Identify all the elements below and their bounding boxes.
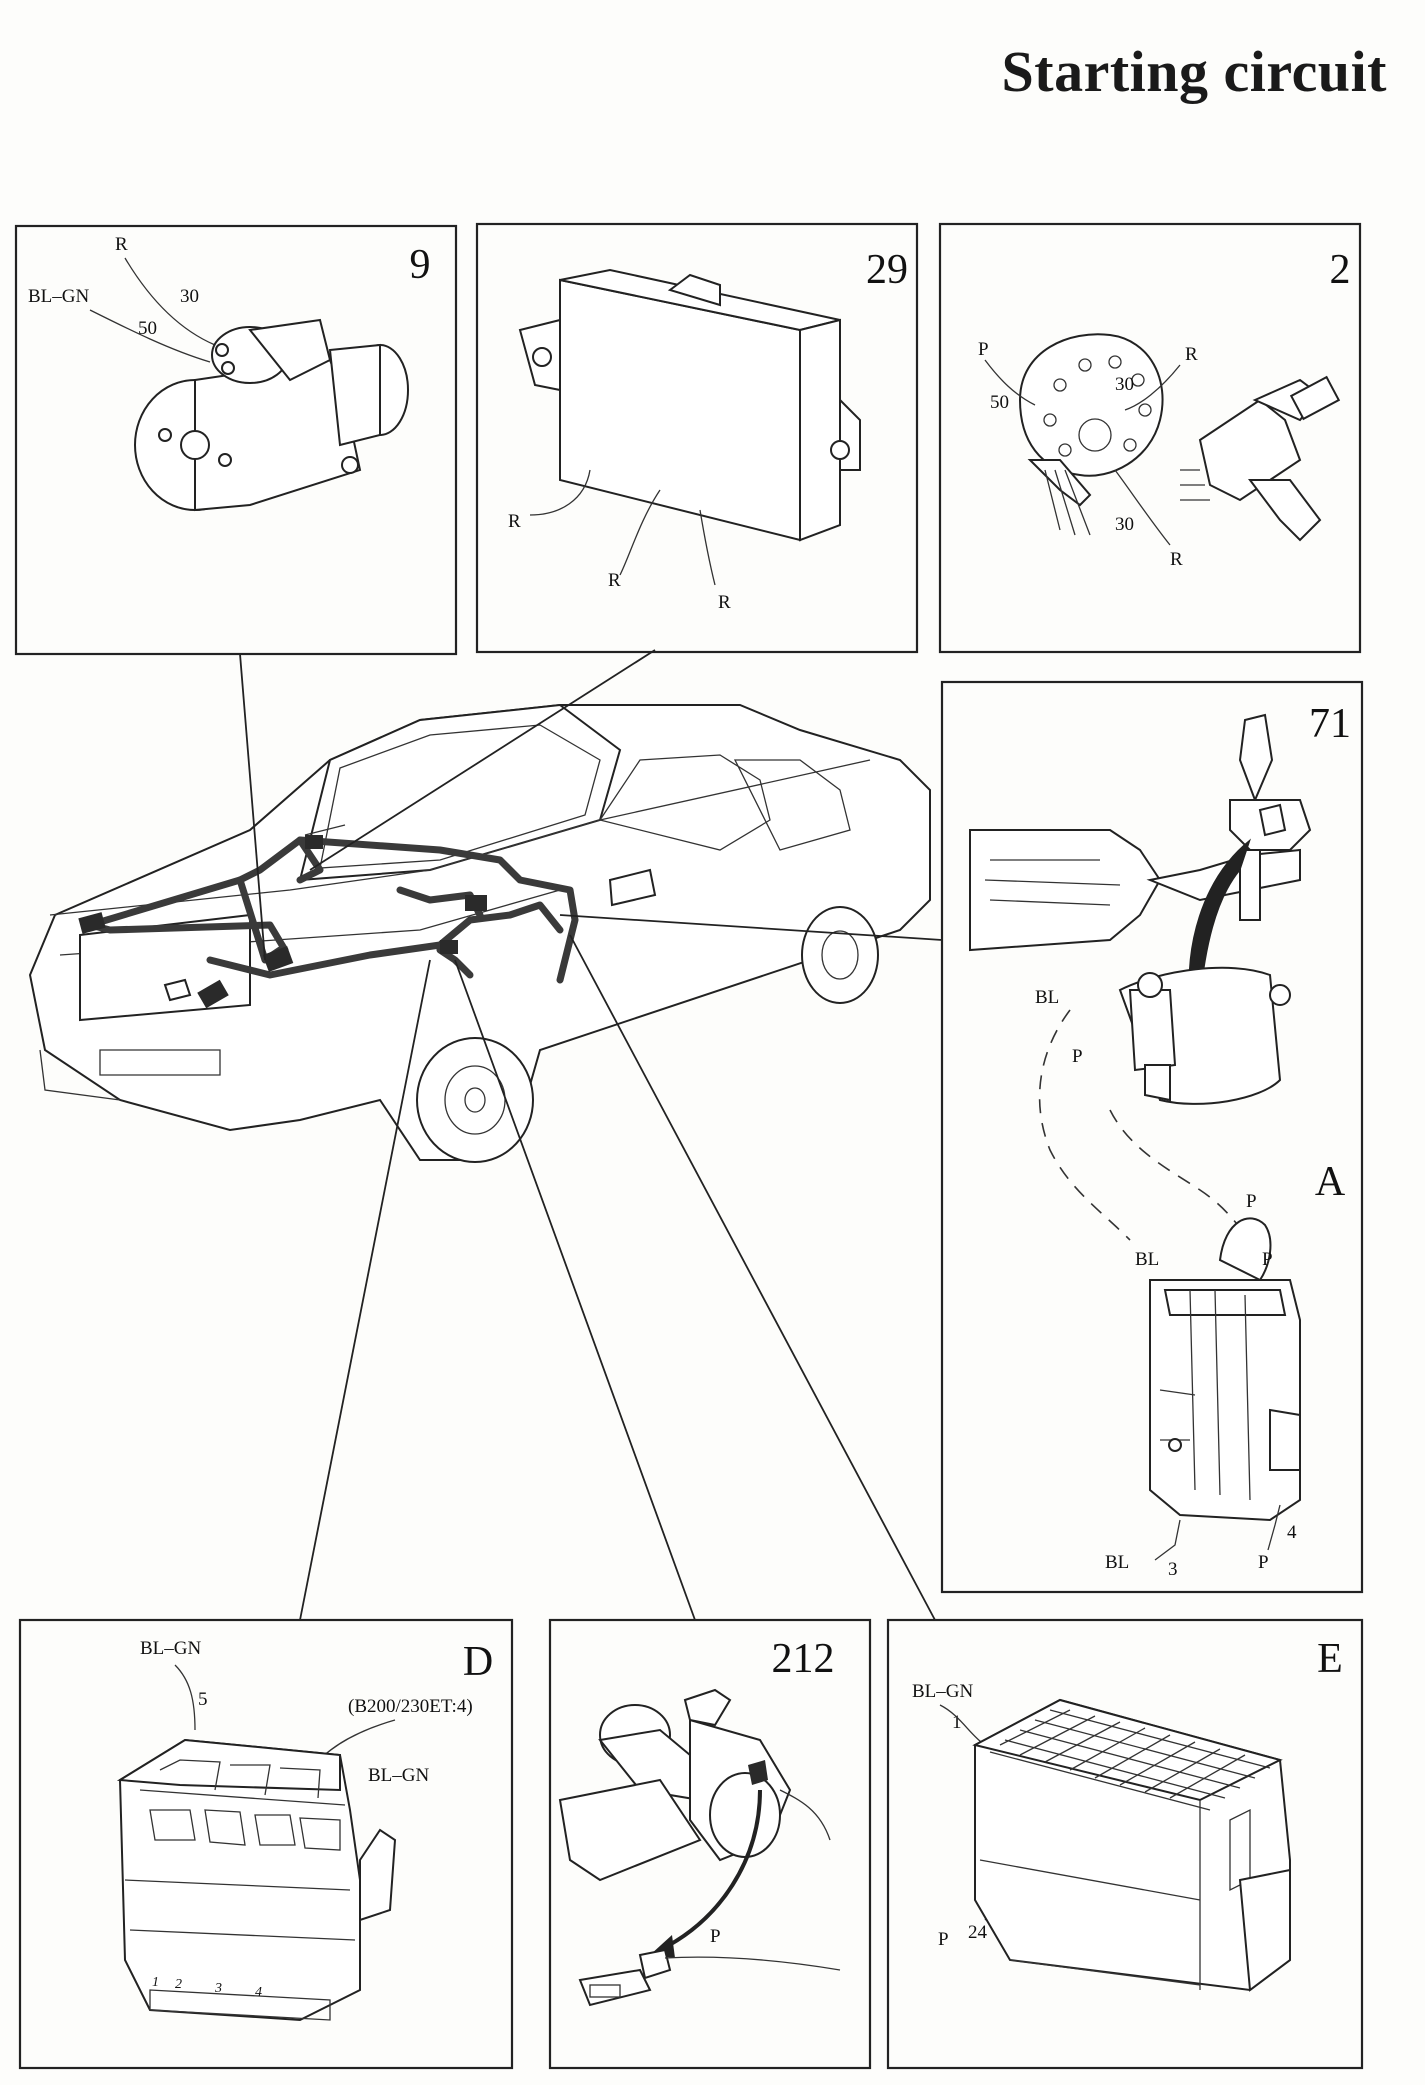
panel-e-terminal-1: 1 xyxy=(952,1712,962,1733)
car-drawing xyxy=(28,703,931,1163)
page-title: Starting circuit xyxy=(1001,39,1387,104)
panel-d: D BL–GN 5 (B200/230ET:4) BL–GN 1 2 3 4 xyxy=(18,1618,514,2070)
panel-2-terminal-30-a: 30 xyxy=(1115,374,1134,395)
panel-2: 2 P 50 30 R 30 R xyxy=(938,222,1362,654)
panel-9-number: 9 xyxy=(410,242,431,288)
panel-e-wire-p: P xyxy=(938,1929,949,1950)
panel-e-terminal-24: 24 xyxy=(968,1922,988,1943)
panel-29-frame xyxy=(475,222,919,654)
panel-e-wire-bl-gn: BL–GN xyxy=(912,1681,974,1702)
panel-9-wire-r: R xyxy=(115,234,128,255)
panel-71-frame xyxy=(940,680,1364,1594)
panel-2-number: 2 xyxy=(1330,247,1351,293)
panel-d-wire-bl-gn-1: BL–GN xyxy=(140,1638,202,1659)
panel-2-terminal-30-b: 30 xyxy=(1115,514,1134,535)
panel-d-frame xyxy=(18,1618,514,2070)
panel-71-terminal-4: 4 xyxy=(1287,1522,1297,1543)
panel-2-wire-r-1: R xyxy=(1185,344,1198,365)
panel-71-leader-bl3 xyxy=(1154,1519,1181,1561)
panel-9-frame xyxy=(14,224,458,656)
panel-71-dashed-path-1 xyxy=(1038,1009,1131,1241)
panel-2-terminal-50: 50 xyxy=(990,392,1009,413)
panel-9-wire-bl-gn: BL–GN xyxy=(28,286,90,307)
panel-71-wire-bl-1: BL xyxy=(1035,987,1059,1008)
panel-71-wire-p-4: P xyxy=(1258,1552,1269,1573)
panel-29-number: 29 xyxy=(866,247,908,293)
panel-2-wire-p: P xyxy=(978,339,989,360)
panel-29-wire-r-3: R xyxy=(718,592,731,613)
throttle-body-drawing xyxy=(558,1688,841,2007)
callout-line-9 xyxy=(239,653,266,961)
panel-29: 29 R R R xyxy=(475,222,919,654)
panel-71-leader-p4 xyxy=(1267,1504,1281,1551)
control-unit-drawing xyxy=(518,268,861,542)
panel-d-leader-1 xyxy=(174,1664,196,1731)
fuse-box-drawing xyxy=(972,1698,1291,1992)
panel-2-leader-r1 xyxy=(1124,364,1181,411)
callout-line-e xyxy=(569,934,936,1621)
panel-2-leader-p xyxy=(984,359,1036,406)
gear-selector-drawing xyxy=(969,713,1312,1105)
panel-71-wire-p-2: P xyxy=(1246,1191,1257,1212)
callout-line-29 xyxy=(309,649,656,871)
connector-a-drawing xyxy=(1149,1217,1301,1522)
panel-2-leader-r2 xyxy=(1114,469,1171,546)
panel-71-wire-bl-3: BL xyxy=(1105,1552,1129,1573)
connector-d-drawing xyxy=(116,1738,397,2022)
panel-9-terminal-30: 30 xyxy=(180,286,199,307)
panel-d-pin-2: 2 xyxy=(175,1977,182,1992)
panel-29-wire-r-1: R xyxy=(508,511,521,532)
panel-d-pin-3: 3 xyxy=(214,1981,222,1996)
panel-e: E BL–GN 1 P 24 xyxy=(886,1618,1364,2070)
panel-2-wire-r-2: R xyxy=(1170,549,1183,570)
panel-29-leader-2 xyxy=(619,489,661,576)
panel-71-number: 71 xyxy=(1309,701,1351,747)
callout-line-71 xyxy=(559,914,943,941)
panel-9-leader-r xyxy=(124,257,216,346)
callout-line-d xyxy=(299,959,431,1621)
panel-71-wire-p-3: P xyxy=(1262,1249,1273,1270)
panel-212-wire-p: P xyxy=(710,1926,721,1947)
panel-d-terminal-5: 5 xyxy=(198,1689,208,1710)
panel-d-pin-1: 1 xyxy=(152,1975,159,1990)
panel-71-dashed-path-2 xyxy=(1109,1109,1251,1241)
panel-e-frame xyxy=(886,1618,1364,2070)
wiring-harness xyxy=(78,835,579,1009)
panel-e-letter: E xyxy=(1317,1636,1343,1682)
panel-2-frame xyxy=(938,222,1362,654)
panel-71-wire-bl-2: BL xyxy=(1135,1249,1159,1270)
panel-29-wire-r-2: R xyxy=(608,570,621,591)
panel-d-pin-4: 4 xyxy=(255,1985,262,2000)
panel-9: 9 R BL–GN 30 50 xyxy=(14,224,458,656)
panel-71-wire-p-1: P xyxy=(1072,1046,1083,1067)
panel-d-wire-bl-gn-2: BL–GN xyxy=(368,1765,430,1786)
panel-29-leader-3 xyxy=(699,509,716,586)
panel-212: 212 P xyxy=(548,1618,872,2070)
panel-71-terminal-3: 3 xyxy=(1168,1559,1178,1580)
panel-71: 71 A BL P P xyxy=(940,680,1364,1594)
starter-motor-drawing xyxy=(134,318,409,512)
callout-line-212 xyxy=(454,959,696,1621)
callout-lines xyxy=(239,649,943,1621)
panel-9-leader-bl-gn xyxy=(89,309,211,363)
panel-d-variant-note: (B200/230ET:4) xyxy=(348,1696,473,1717)
panel-71-detail-a: A xyxy=(1315,1159,1346,1205)
panel-9-terminal-50: 50 xyxy=(138,318,157,339)
panel-29-leader-1 xyxy=(529,469,591,516)
ignition-switch-drawing xyxy=(1018,333,1341,542)
panel-e-leader-1 xyxy=(939,1704,986,1746)
panel-212-frame xyxy=(548,1618,872,2070)
panel-212-number: 212 xyxy=(772,1636,835,1682)
panel-d-letter: D xyxy=(463,1639,493,1685)
